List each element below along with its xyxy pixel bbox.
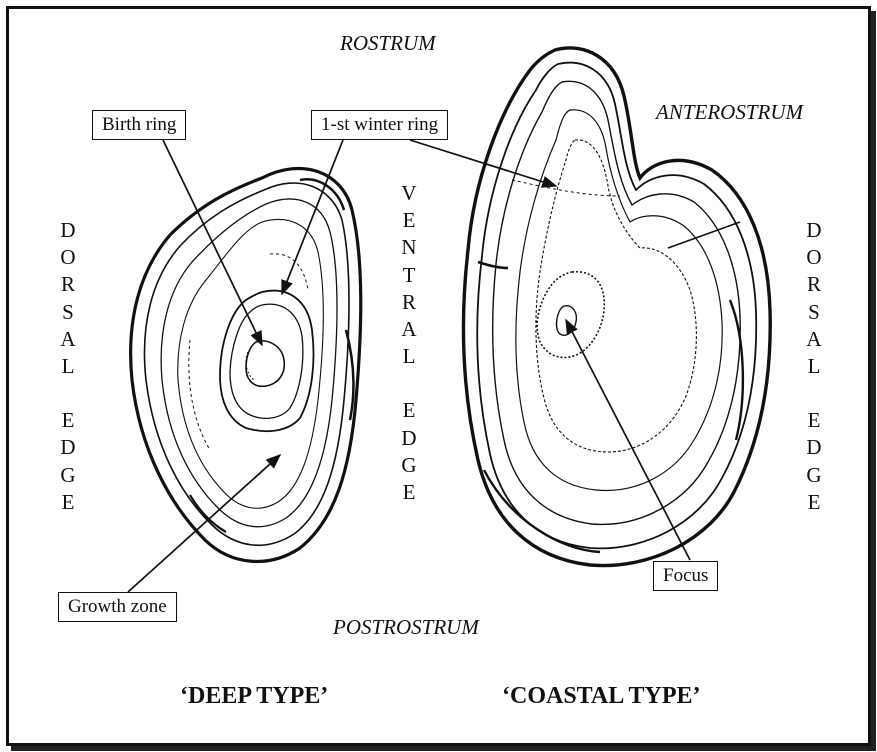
winter-ring-arrow-left <box>282 140 343 294</box>
winter-ring-arrow-right <box>410 140 556 186</box>
focus-label: Focus <box>653 561 718 591</box>
birth-ring-label: Birth ring <box>92 110 186 140</box>
deep-type-otolith <box>131 168 361 561</box>
first-winter-ring-label: 1-st winter ring <box>311 110 448 140</box>
ventral-edge-label: VENTRAL EDGE <box>397 180 421 506</box>
right-edge-word: EDGE <box>806 407 822 516</box>
postrostrum-label: POSTROSTRUM <box>333 615 479 640</box>
rostrum-label: ROSTRUM <box>340 31 436 56</box>
deep-core <box>246 341 284 386</box>
focus-arrow <box>566 320 690 560</box>
growth-zone-label: Growth zone <box>58 592 177 622</box>
anterostrum-line <box>668 222 740 248</box>
coastal-nucleus <box>537 272 604 358</box>
growth-zone-arrow <box>128 455 280 592</box>
right-dorsal-word: DORSAL <box>806 217 822 380</box>
left-dorsal-edge-label: DORSAL EDGE <box>56 217 80 516</box>
birth-ring-arrow <box>163 140 262 345</box>
deep-type-title: ‘DEEP TYPE’ <box>180 683 328 710</box>
anterostrum-label: ANTEROSTRUM <box>656 100 803 125</box>
coastal-type-title: ‘COASTAL TYPE’ <box>502 683 700 710</box>
left-dorsal-word: DORSAL <box>60 217 76 380</box>
ventral-edge-word: EDGE <box>401 397 417 506</box>
ventral-word: VENTRAL <box>401 180 417 370</box>
coastal-type-otolith <box>463 48 770 566</box>
right-dorsal-edge-label: DORSAL EDGE <box>802 217 826 516</box>
coastal-outer-outline <box>463 48 770 566</box>
left-edge-word: EDGE <box>60 407 76 516</box>
